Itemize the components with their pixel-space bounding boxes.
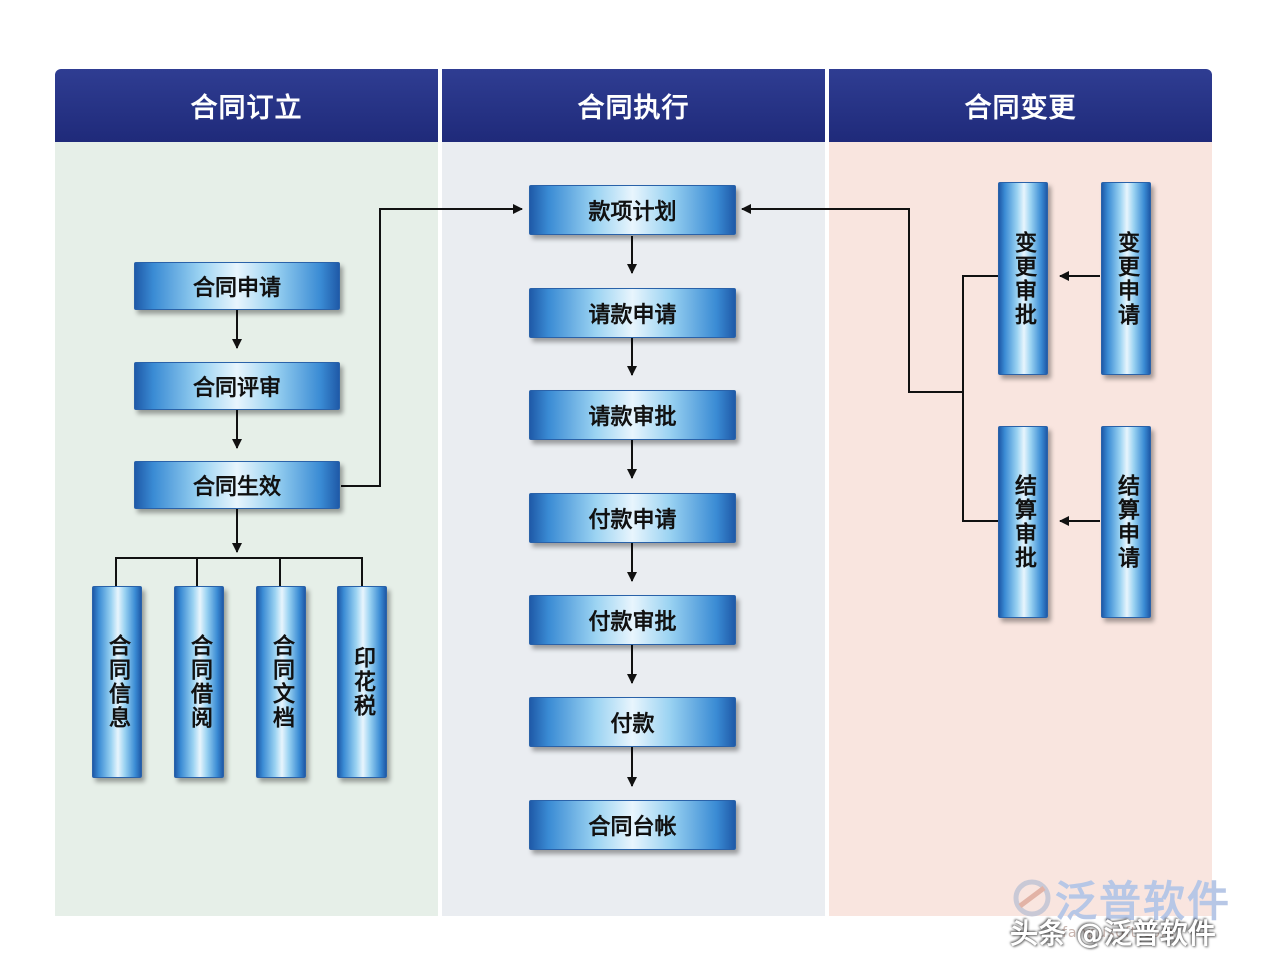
output-contract-info: 合同信息 xyxy=(92,586,142,778)
step-contract-effective: 合同生效 xyxy=(134,461,340,509)
step-payment-request: 请款申请 xyxy=(529,288,736,338)
sign-column-header: 合同订立 xyxy=(55,69,438,142)
step-pay-apply: 付款申请 xyxy=(529,493,736,543)
output-stamp-tax: 印花税 xyxy=(337,586,387,778)
change-approval: 变更审批 xyxy=(998,182,1048,375)
settlement-approval: 结算审批 xyxy=(998,426,1048,618)
step-payment-plan: 款项计划 xyxy=(529,185,736,235)
settlement-request: 结算申请 xyxy=(1101,426,1151,618)
arrow-approvals-to-plan xyxy=(741,204,963,393)
brand-logo-text: 泛普软件 xyxy=(1055,877,1232,926)
arrow-effective-to-plan xyxy=(341,204,523,487)
step-payment-request-approval: 请款审批 xyxy=(529,390,736,440)
change-column-header: 合同变更 xyxy=(829,69,1212,142)
branch-to-outputs xyxy=(115,557,363,586)
brand-logo-url: fanpusoft.com xyxy=(1062,925,1176,941)
step-contract-ledger: 合同台帐 xyxy=(529,800,736,850)
output-contract-borrow: 合同借阅 xyxy=(174,586,224,778)
step-contract-apply: 合同申请 xyxy=(134,262,340,310)
step-pay: 付款 xyxy=(529,697,736,747)
execute-column-header: 合同执行 xyxy=(442,69,825,142)
step-pay-approval: 付款审批 xyxy=(529,595,736,645)
step-contract-review: 合同评审 xyxy=(134,362,340,410)
change-request: 变更申请 xyxy=(1101,182,1151,375)
source-watermark: 头条 @泛普软件 xyxy=(1010,917,1216,950)
brand-logo-icon xyxy=(1013,879,1051,917)
bracket-approvals xyxy=(962,275,998,522)
output-contract-document: 合同文档 xyxy=(256,586,306,778)
